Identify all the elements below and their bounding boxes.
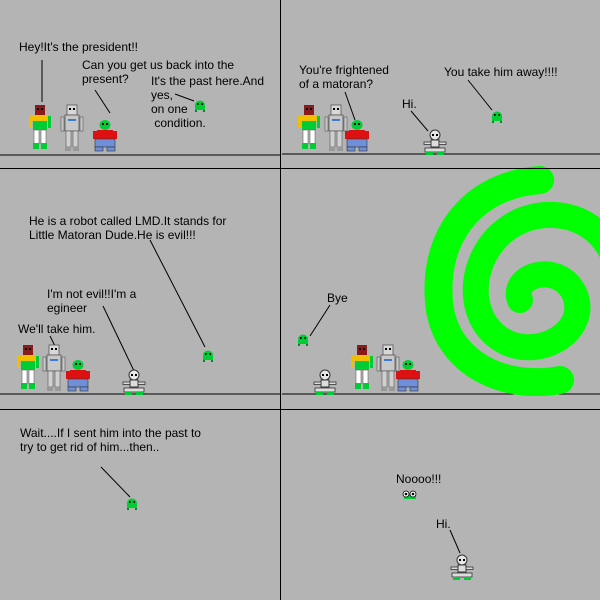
speech-pointer: [174, 93, 195, 102]
take-him-away-text: You take him away!!!!: [444, 65, 558, 79]
speech-pointer: [467, 79, 493, 111]
green-portal-swirl: [462, 201, 600, 361]
question-line-text: Can you get us back into the present?: [82, 58, 235, 86]
robot-description-text: He is a robot called LMD.It stands for L…: [29, 214, 227, 242]
wait-line-text: Wait....If I sent him into the past to t…: [20, 426, 201, 454]
answer-line-text: It's the past here.And yes, on one condi…: [151, 74, 265, 130]
noooo-line-text: Noooo!!!: [396, 472, 442, 486]
panel-2: [282, 79, 600, 156]
speech-pointer: [344, 91, 356, 121]
not-evil-line-text: I'm not evil!!I'm a egineer: [47, 287, 137, 315]
speech-pointer: [49, 335, 56, 347]
speech-pointer: [100, 466, 131, 498]
take-him-line-text: We'll take him.: [18, 322, 96, 336]
frightened-line-text: You're frightened of a matoran?: [299, 63, 389, 91]
bye-line-text: Bye: [327, 291, 348, 305]
surprised-matoran-character: [402, 490, 417, 499]
speech-pointer: [102, 305, 136, 374]
hi-line-text-final: Hi.: [436, 517, 451, 531]
hi-line-text: Hi.: [402, 97, 417, 111]
speech-pointer: [94, 89, 111, 114]
panel-5: [100, 466, 137, 510]
panel-6: [402, 490, 474, 581]
panel-1: [0, 60, 280, 156]
speech-pointer: [449, 529, 461, 554]
speech-pointer: [309, 304, 331, 337]
panel-3: [0, 239, 280, 396]
president-line-text: Hey!It's the president!!: [19, 40, 139, 54]
panel-4: [282, 166, 600, 397]
speech-pointer: [149, 239, 206, 348]
speech-pointer: [410, 110, 429, 132]
green-portal-swirl-outer: [424, 166, 574, 397]
